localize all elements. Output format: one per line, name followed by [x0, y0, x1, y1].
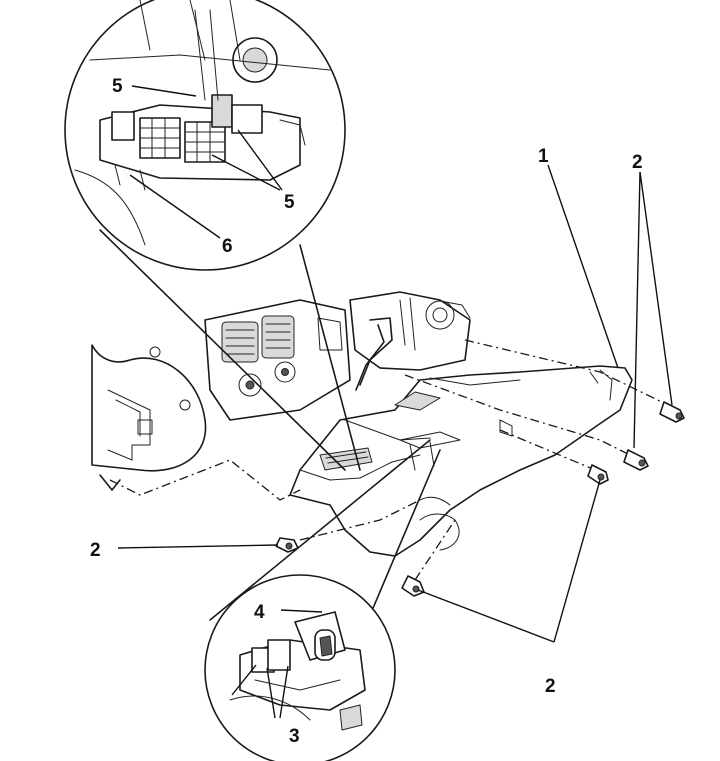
- dashboard-center-console: [204, 299, 351, 421]
- detail-view-upper: [64, 0, 361, 471]
- callout-5: 5: [284, 192, 295, 213]
- screw-icon: [623, 449, 649, 471]
- callout-2: 2: [632, 152, 643, 173]
- callout-labels: 1 2 2 2 3 4 5 5 6: [90, 76, 643, 747]
- callout-4: 4: [254, 602, 265, 623]
- detail-view-lower: [204, 439, 441, 761]
- lower-trim-panel: [289, 365, 633, 557]
- screw-icon: [659, 401, 685, 423]
- callout-6: 6: [222, 236, 233, 257]
- callout-2: 2: [545, 676, 556, 697]
- callout-2: 2: [90, 540, 101, 561]
- steering-column-area: [349, 291, 471, 391]
- fastener-alignment-lines: [109, 339, 669, 581]
- callout-5: 5: [112, 76, 123, 97]
- callout-1: 1: [538, 146, 549, 167]
- main-leader-lines: [117, 164, 673, 643]
- screw-icon: [401, 575, 425, 597]
- screw-icon: [587, 464, 609, 485]
- screw-fasteners: [275, 401, 685, 597]
- callout-3: 3: [289, 726, 300, 747]
- dashboard-left-section: [91, 344, 207, 491]
